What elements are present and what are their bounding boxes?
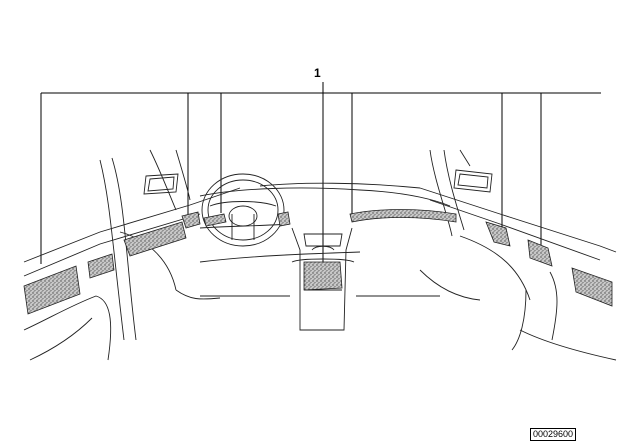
trim-dash-right-of-wheel <box>277 211 291 227</box>
trim-console <box>303 261 343 291</box>
leader-lines <box>40 82 601 264</box>
interior-outline <box>23 149 617 361</box>
trim-right-door-lower <box>571 267 613 307</box>
trim-left-door-lower <box>23 265 81 315</box>
trim-dash-passenger <box>349 209 457 223</box>
trim-left-door-upper <box>123 221 187 257</box>
callout-number: 1 <box>314 66 321 80</box>
trim-dash-center <box>203 213 227 227</box>
trim-left-dash <box>181 211 201 229</box>
trim-left-door-handle <box>87 253 115 279</box>
reference-code: 00029600 <box>530 428 577 441</box>
trim-right-door-handle <box>527 239 553 267</box>
wood-trim-parts <box>23 209 613 315</box>
trim-right-door-upper <box>485 221 511 247</box>
